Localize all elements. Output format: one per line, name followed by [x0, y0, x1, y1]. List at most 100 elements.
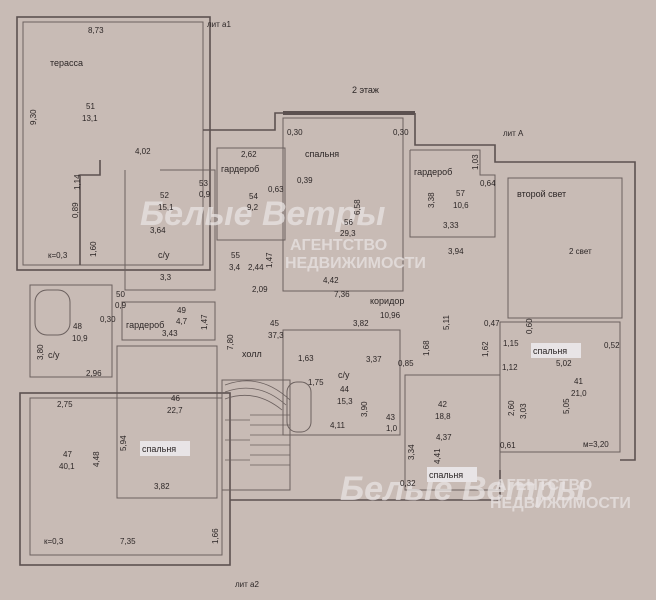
plan-label: 8,73: [88, 26, 104, 35]
plan-label: 7,36: [334, 290, 350, 299]
plan-label: с/у: [338, 370, 350, 380]
plan-label: 44: [340, 385, 349, 394]
plan-label: 0,60: [525, 318, 534, 334]
plan-label: 56: [344, 218, 353, 227]
plan-label: 10,9: [72, 334, 88, 343]
plan-label: 4,37: [436, 433, 452, 442]
plan-line: [22, 21, 204, 266]
plan-label: спальня: [142, 444, 176, 454]
plan-label: с/у: [158, 250, 170, 260]
plan-label: 2,60: [507, 400, 516, 416]
plan-label: к=0,3: [48, 251, 68, 260]
plan-label: 5,02: [556, 359, 572, 368]
plan-label: м=3,20: [583, 440, 609, 449]
plan-label: АГЕНТСТВО: [495, 477, 592, 494]
plan-label: 48: [73, 322, 82, 331]
plan-label: 50: [116, 290, 125, 299]
lit-label: лит А: [503, 129, 524, 138]
plan-label: 1,68: [422, 340, 431, 356]
plan-label: 3,90: [360, 401, 369, 417]
plan-label: 1,15: [503, 339, 519, 348]
floor-title: 2 этаж: [352, 85, 379, 95]
walls: [16, 16, 636, 566]
plan-label: 41: [574, 377, 583, 386]
plan-label: 0,64: [480, 179, 496, 188]
plan-line: [286, 381, 312, 433]
plan-label: 54: [249, 192, 258, 201]
plan-label: 0,39: [297, 176, 313, 185]
lit-label: лит а1: [207, 20, 231, 29]
plan-line: [116, 345, 218, 499]
plan-label: 3,64: [150, 226, 166, 235]
plan-label: 0,9: [115, 301, 127, 310]
plan-label: 15,3: [337, 397, 353, 406]
plan-label: АГЕНТСТВО: [290, 237, 387, 254]
plan-label: 5,05: [562, 398, 571, 414]
plan-label: 10,96: [380, 311, 401, 320]
plan-label: 47: [63, 450, 72, 459]
plan-label: 1,12: [502, 363, 518, 372]
plan-label: 1,03: [471, 154, 480, 170]
plan-label: 0,85: [398, 359, 414, 368]
plan-line: [16, 16, 211, 271]
plan-label: 4,48: [92, 451, 101, 467]
plan-label: 2,96: [86, 369, 102, 378]
plan-label: 2,75: [57, 400, 73, 409]
plan-label: 4,41: [433, 448, 442, 464]
plan-label: гардероб: [414, 167, 452, 177]
plan-line: [216, 147, 286, 241]
plan-line: [124, 169, 216, 291]
plan-label: 1,47: [200, 314, 209, 330]
plan-label: 21,0: [571, 389, 587, 398]
plan-label: 18,8: [435, 412, 451, 421]
plan-line: [19, 392, 231, 566]
dimensions: 8,73 9,30 4,02 1,14 0,89 1,60 к=0,3 3,64…: [29, 26, 620, 546]
plan-label: 1,0: [386, 424, 398, 433]
plan-label: 3,43: [162, 329, 178, 338]
plan-label: 3,34: [407, 444, 416, 460]
plan-label: спальня: [429, 470, 463, 480]
plan-label: 7,35: [120, 537, 136, 546]
plan-label: 57: [456, 189, 465, 198]
plan-label: 1,75: [308, 378, 324, 387]
plan-label: 7,80: [226, 334, 235, 350]
plan-label: второй свет: [517, 189, 566, 199]
plan-label: 2,62: [241, 150, 257, 159]
plan-label: 0,30: [287, 128, 303, 137]
plan-label: гардероб: [126, 320, 164, 330]
staircase: [224, 380, 291, 466]
plan-label: 0,63: [268, 185, 284, 194]
plan-label: 1,63: [298, 354, 314, 363]
plan-line: [224, 380, 291, 401]
plan-label: 15,1: [158, 203, 174, 212]
plan-label: 2,09: [252, 285, 268, 294]
plan-label: 5,11: [442, 314, 451, 330]
plan-label: 3,33: [443, 221, 459, 230]
plan-label: 0,52: [604, 341, 620, 350]
plan-label: терасса: [50, 58, 83, 68]
lit-label: лит а2: [235, 580, 259, 589]
plan-label: 0,9: [199, 190, 211, 199]
plan-label: 1,60: [89, 241, 98, 257]
plan-label: 0,89: [71, 202, 80, 218]
plan-label: 4,11: [330, 421, 346, 430]
plan-label: 4,02: [135, 147, 151, 156]
plan-label: 3,4: [229, 263, 241, 272]
plan-label: спальня: [533, 346, 567, 356]
plan-line: [224, 387, 287, 406]
plan-label: 51: [86, 102, 95, 111]
plan-label: 3,03: [519, 403, 528, 419]
plan-label: к=0,3: [44, 537, 64, 546]
plan-label: коридор: [370, 296, 404, 306]
plan-label: 37,3: [268, 331, 284, 340]
plan-label: Белые Ветры: [140, 195, 385, 233]
plan-label: 22,7: [167, 406, 183, 415]
plan-line: [507, 177, 623, 319]
plan-label: 1,47: [265, 252, 274, 268]
plan-line: [29, 397, 223, 556]
plan-label: 42: [438, 400, 447, 409]
plan-label: 9,2: [247, 203, 259, 212]
plan-line: [499, 321, 621, 453]
plan-label: 52: [160, 191, 169, 200]
